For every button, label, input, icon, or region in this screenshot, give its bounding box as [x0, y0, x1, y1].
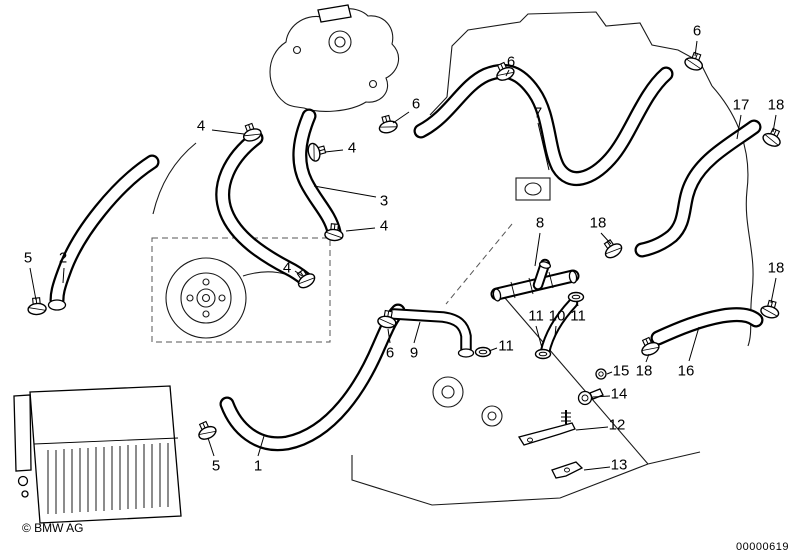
hose-3 — [300, 116, 334, 232]
hose-clamp-icon — [305, 140, 328, 164]
callout-leader-line — [62, 267, 65, 284]
callout-leader-line — [534, 232, 541, 267]
hose-clamp-icon — [599, 235, 625, 262]
part-callout-18[interactable]: 18 — [589, 214, 607, 232]
part-callout-3[interactable]: 3 — [379, 192, 389, 210]
callout-leader-line — [207, 437, 215, 457]
water-pump — [165, 257, 303, 339]
part-callout-15[interactable]: 15 — [612, 362, 630, 380]
callout-leader-line — [257, 435, 265, 457]
callout-leader-line — [694, 40, 698, 57]
callout-leader-line — [535, 325, 543, 349]
part-callout-6[interactable]: 6 — [411, 95, 421, 113]
hose-clamp-icon — [26, 296, 48, 316]
callout-leader-line — [575, 426, 609, 431]
bracket-12 — [517, 410, 576, 446]
callout-leader-line — [600, 232, 612, 245]
connector-8 — [493, 261, 578, 302]
part-callout-8[interactable]: 8 — [535, 214, 545, 232]
callout-leader-line — [592, 395, 611, 398]
part-callout-12[interactable]: 12 — [608, 416, 626, 434]
part-callout-13[interactable]: 13 — [610, 456, 628, 474]
part-callout-11[interactable]: 11 — [570, 307, 586, 325]
part-callout-4[interactable]: 4 — [196, 117, 206, 135]
part-callout-11[interactable]: 11 — [528, 307, 544, 325]
part-callout-2[interactable]: 2 — [58, 249, 68, 267]
part-callout-5[interactable]: 5 — [23, 249, 33, 267]
callout-leader-line — [324, 149, 344, 153]
callout-leader-line — [211, 129, 245, 135]
radiator-core-fins — [47, 443, 169, 514]
hose-17 — [642, 127, 754, 250]
engine-fitting — [515, 177, 551, 201]
hose-2 — [47, 162, 153, 311]
callout-leader-line — [505, 69, 510, 77]
callout-leader-line — [583, 466, 611, 471]
seal-ring-icon — [474, 346, 492, 358]
part-callout-18[interactable]: 18 — [767, 259, 785, 277]
part-callout-17[interactable]: 17 — [732, 96, 750, 114]
part-callout-14[interactable]: 14 — [610, 385, 628, 403]
part-callout-6[interactable]: 6 — [385, 344, 395, 362]
seal-ring-icon — [567, 291, 585, 303]
callout-leader-line — [387, 328, 391, 344]
hose-1 — [227, 311, 398, 444]
callout-leader-line — [345, 227, 376, 232]
callout-leader-line — [772, 114, 777, 133]
part-callout-16[interactable]: 16 — [677, 362, 695, 380]
part-callout-10[interactable]: 10 — [548, 307, 566, 325]
part-callout-18[interactable]: 18 — [767, 96, 785, 114]
part-callout-6[interactable]: 6 — [692, 22, 702, 40]
callout-leader-line — [645, 353, 650, 363]
engine-pulley — [432, 376, 464, 408]
part-callout-4[interactable]: 4 — [379, 217, 389, 235]
hose-clamp-icon — [760, 125, 786, 150]
hose-7 — [421, 71, 666, 178]
callout-leader-line — [413, 321, 421, 344]
hose-clamp-icon — [193, 418, 219, 443]
callout-leader-line — [606, 371, 613, 375]
callout-leader-line — [554, 325, 557, 337]
hose-16 — [658, 315, 756, 338]
hose-clamp-icon — [682, 49, 707, 73]
callout-leader-line — [736, 114, 742, 140]
copyright-notice: © BMW AG — [22, 521, 84, 535]
part-callout-6[interactable]: 6 — [506, 53, 516, 71]
part-callout-4[interactable]: 4 — [282, 259, 292, 277]
callout-leader-line — [392, 111, 410, 124]
callout-leader-line — [576, 301, 579, 307]
part-callout-5[interactable]: 5 — [211, 457, 221, 475]
engine-outline — [151, 11, 754, 506]
document-number: 00000619 — [736, 541, 789, 553]
callout-leader-line — [313, 185, 377, 198]
pipe-9-flange — [457, 348, 475, 358]
thermostat-cap — [317, 4, 352, 23]
radiator-side-tank — [13, 394, 32, 472]
hose-clamp-icon — [758, 298, 782, 321]
part-callout-7[interactable]: 7 — [533, 104, 543, 122]
grommet-15 — [595, 368, 607, 380]
callout-leader-line — [294, 270, 303, 277]
part-callout-9[interactable]: 9 — [409, 344, 419, 362]
callout-leader-line — [770, 277, 777, 304]
seal-ring-icon — [534, 348, 552, 360]
radiator-drain-plug — [17, 475, 29, 487]
callout-leader-line — [29, 267, 37, 301]
callout-leader-line — [537, 122, 550, 171]
part-callout-11[interactable]: 11 — [498, 337, 514, 355]
part-callout-1[interactable]: 1 — [253, 457, 263, 475]
hose-2-flange — [47, 299, 67, 311]
water-pipe-9 — [394, 314, 475, 358]
bracket-13 — [551, 461, 584, 479]
callout-leader-line — [688, 326, 700, 362]
hose-clamp-icon — [376, 113, 400, 136]
thermostat-housing — [269, 4, 400, 112]
leader-lines — [29, 40, 777, 471]
part-callout-4[interactable]: 4 — [347, 139, 357, 157]
part-callout-18[interactable]: 18 — [635, 362, 653, 380]
radiator — [13, 385, 182, 524]
callout-leader-line — [488, 347, 498, 352]
